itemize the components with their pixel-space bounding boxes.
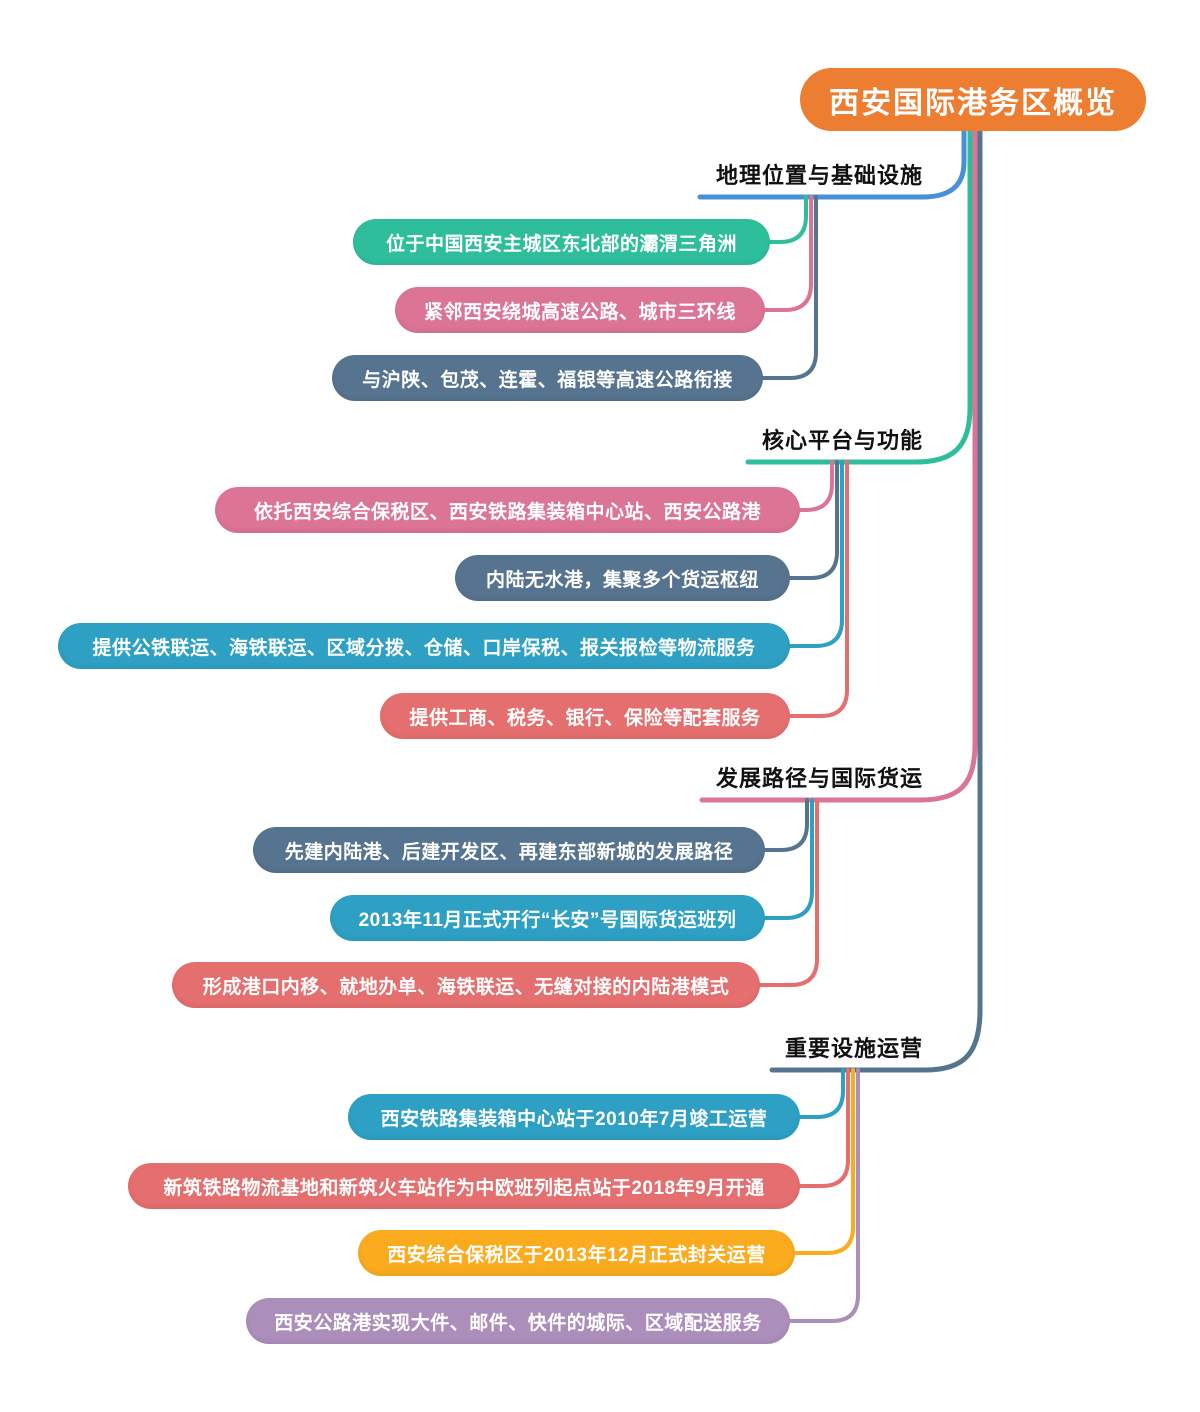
node-b3c1[interactable]: 先建内陆港、后建开发区、再建东部新城的发展路径 xyxy=(253,827,765,873)
edge-b1c3 xyxy=(759,195,818,380)
node-b4c3[interactable]: 西安综合保税区于2013年12月正式封关运营 xyxy=(358,1230,795,1276)
branch4-trunk-underline xyxy=(769,127,983,1073)
branch-heading-facilities[interactable]: 重要设施运营 xyxy=(784,1036,923,1061)
node-b1c2[interactable]: 紧邻西安绕城高速公路、城市三环线 xyxy=(395,287,765,333)
branch1-trunk-underline xyxy=(697,127,967,200)
edge-b1c1 xyxy=(766,195,808,244)
node-b2c4[interactable]: 提供工商、税务、银行、保险等配套服务 xyxy=(380,693,790,739)
edge-b3c1 xyxy=(761,798,809,852)
edge-b3c3 xyxy=(756,798,819,987)
edge-b2c4 xyxy=(786,460,849,718)
node-b1c1[interactable]: 位于中国西安主城区东北部的灞渭三角洲 xyxy=(353,219,770,265)
branch2-trunk-underline xyxy=(745,127,973,465)
node-b2c3[interactable]: 提供公铁联运、海铁联运、区域分拨、仓储、口岸保税、报关报检等物流服务 xyxy=(58,623,790,669)
node-b4c2[interactable]: 新筑铁路物流基地和新筑火车站作为中欧班列起点站于2018年9月开通 xyxy=(128,1163,800,1209)
node-b2c1[interactable]: 依托西安综合保税区、西安铁路集装箱中心站、西安公路港 xyxy=(215,487,800,533)
node-b2c2[interactable]: 内陆无水港，集聚多个货运枢纽 xyxy=(455,555,790,601)
edge-b4c4 xyxy=(786,1068,860,1323)
branch3-trunk-underline xyxy=(699,127,978,803)
branch-heading-platforms[interactable]: 核心平台与功能 xyxy=(761,428,923,453)
node-b1c3[interactable]: 与沪陕、包茂、连霍、福银等高速公路衔接 xyxy=(332,355,763,401)
edge-b4c1 xyxy=(796,1068,845,1119)
root-node[interactable]: 西安国际港务区概览 xyxy=(800,68,1146,131)
edge-b4c2 xyxy=(796,1068,850,1188)
edge-b3c2 xyxy=(761,798,814,920)
branch-heading-location[interactable]: 地理位置与基础设施 xyxy=(715,163,923,188)
edge-b2c3 xyxy=(786,460,844,648)
edge-b2c1 xyxy=(796,460,834,512)
edge-b1c2 xyxy=(761,195,813,312)
node-b3c2[interactable]: 2013年11月正式开行“长安”号国际货运班列 xyxy=(330,895,765,941)
edge-b4c3 xyxy=(791,1068,855,1255)
node-b4c4[interactable]: 西安公路港实现大件、邮件、快件的城际、区域配送服务 xyxy=(246,1298,790,1344)
branch-heading-development[interactable]: 发展路径与国际货运 xyxy=(715,766,923,791)
node-b4c1[interactable]: 西安铁路集装箱中心站于2010年7月竣工运营 xyxy=(348,1094,800,1140)
edge-b2c2 xyxy=(786,460,839,580)
node-b3c3[interactable]: 形成港口内移、就地办单、海铁联运、无缝对接的内陆港模式 xyxy=(172,962,760,1008)
